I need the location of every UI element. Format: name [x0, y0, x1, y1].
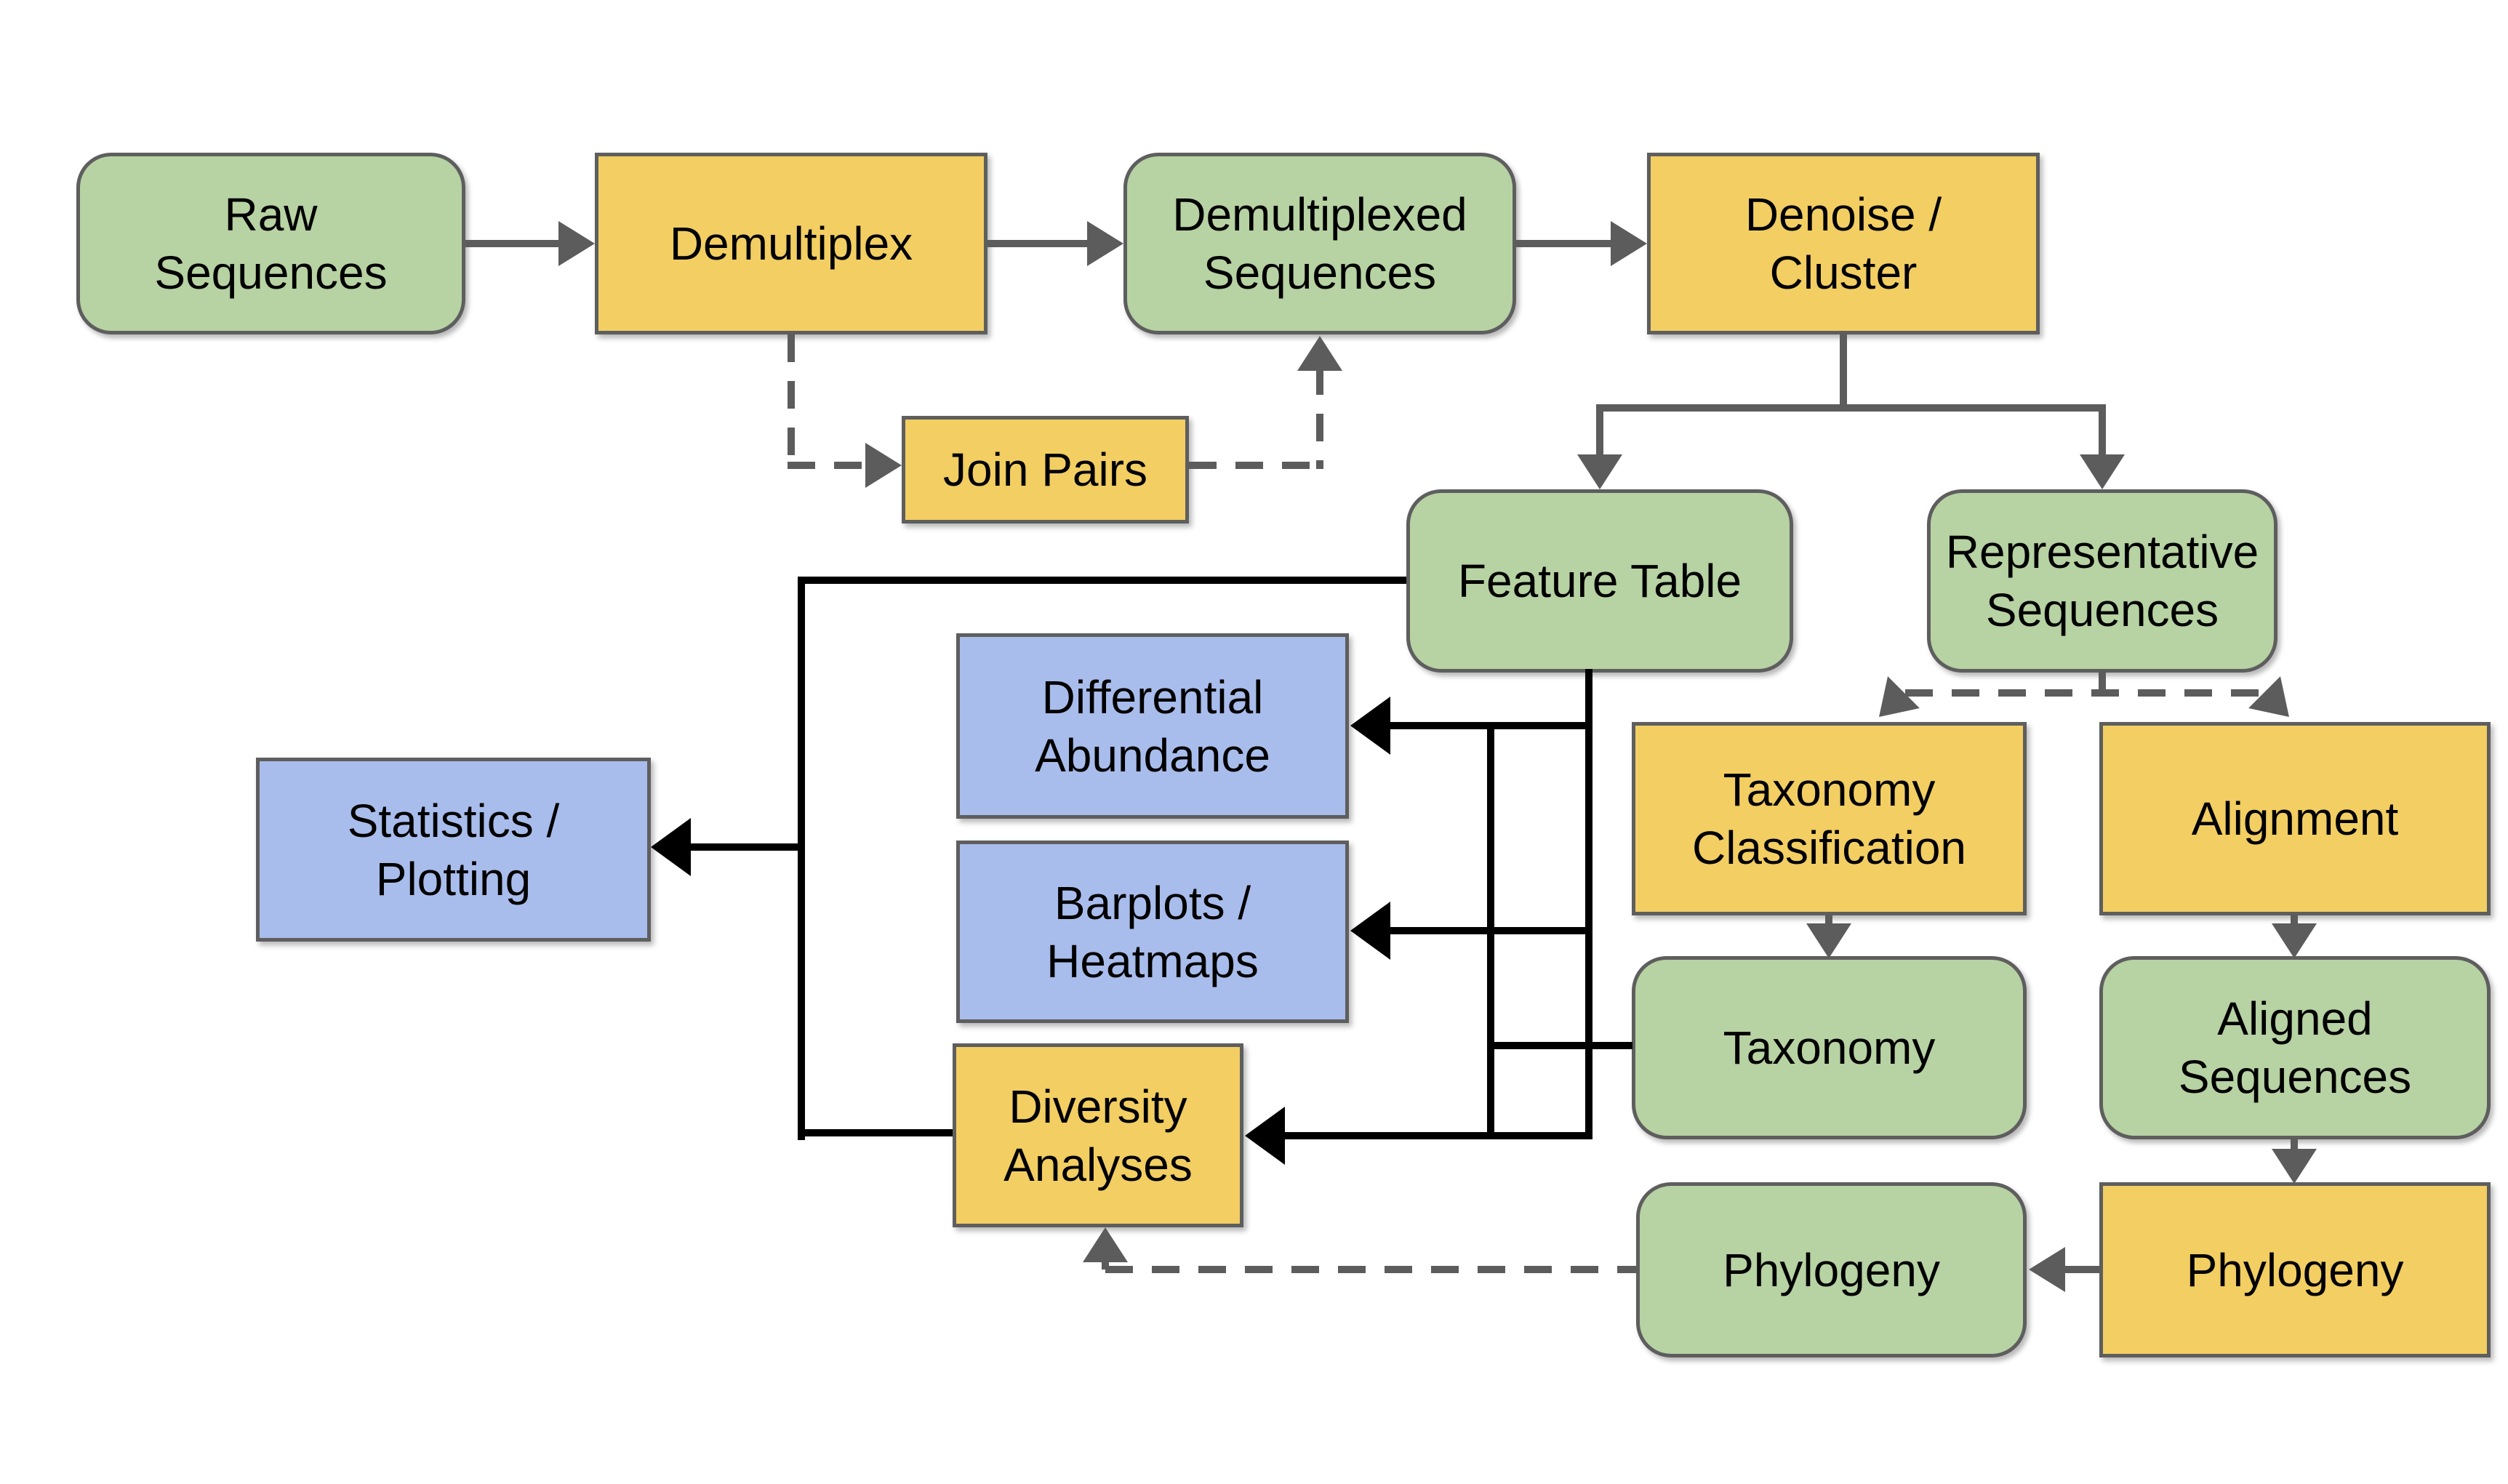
node-demultiplexed-sequences: Demultiplexed Sequences: [1123, 153, 1516, 334]
node-statistics-plotting: Statistics / Plotting: [256, 758, 651, 942]
connector-left-to-diversity: [798, 1129, 953, 1136]
node-taxonomy-label: Taxonomy: [1723, 1022, 1936, 1074]
arrow-to-diversity-head: [1245, 1107, 1285, 1165]
node-denoise-cluster-label: Denoise / Cluster: [1744, 188, 1942, 299]
dashed-demultiplex-down: [788, 334, 795, 465]
node-statistics-plotting-label: Statistics / Plotting: [347, 794, 560, 905]
arrow-denoise-to-repseq-head: [2080, 454, 2125, 489]
dashed-phylogeny-up: [1102, 1258, 1109, 1270]
node-raw-sequences-label: Raw Sequences: [154, 188, 388, 299]
arrow-alignment-to-alignedseq-head: [2272, 923, 2317, 958]
node-taxonomy-classification: Taxonomy Classification: [1632, 722, 2027, 915]
arrow-to-diffabundance-shaft: [1385, 722, 1592, 729]
arrow-denoise-to-featuretable-shaft: [1596, 407, 1603, 458]
connector-taxonomy-horizontal: [1487, 1042, 1632, 1049]
arrow-alignment-to-alignedseq-shaft: [2291, 914, 2298, 928]
arrow-denoise-to-featuretable-head: [1577, 454, 1622, 489]
node-taxonomy-classification-label: Taxonomy Classification: [1691, 763, 1967, 874]
node-representative-sequences: Representative Sequences: [1927, 489, 2277, 673]
arrow-phyloaction-to-phyloresult-head: [2029, 1247, 2065, 1292]
node-aligned-sequences: Aligned Sequences: [2099, 956, 2491, 1139]
arrow-raw-to-demultiplex-shaft: [465, 240, 564, 247]
connector-denoise-down: [1840, 333, 1847, 408]
arrow-to-barplots-shaft: [1385, 927, 1592, 934]
node-differential-abundance-label: Differential Abundance: [1035, 670, 1270, 782]
arrow-into-joinpairs-head: [865, 443, 902, 488]
dashed-phylogeny-to-diversity: [1105, 1266, 1636, 1273]
arrow-demultiplex-to-demuxseq-head: [1087, 221, 1123, 266]
arrow-to-diversity-shaft: [1280, 1132, 1592, 1139]
node-barplots-heatmaps-label: Barplots / Heatmaps: [1046, 876, 1259, 987]
node-alignment: Alignment: [2099, 722, 2491, 915]
arrow-taxclass-to-taxonomy-shaft: [1825, 914, 1832, 928]
arrow-denoise-to-repseq-shaft: [2099, 407, 2106, 458]
node-diversity-analyses: Diversity Analyses: [953, 1043, 1243, 1227]
node-raw-sequences: Raw Sequences: [76, 153, 465, 334]
node-taxonomy: Taxonomy: [1632, 956, 2027, 1139]
node-barplots-heatmaps: Barplots / Heatmaps: [956, 841, 1349, 1023]
connector-left-top-to-featuretable: [798, 577, 1406, 584]
node-phylogeny-action-label: Phylogeny: [2186, 1243, 2404, 1296]
dashed-joinpairs-out: [1189, 462, 1320, 469]
node-demultiplex-label: Demultiplex: [669, 217, 913, 270]
arrow-alignedseq-to-phylogeny-shaft: [2291, 1138, 2298, 1152]
node-join-pairs: Join Pairs: [902, 416, 1189, 524]
node-diversity-analyses-label: Diversity Analyses: [1003, 1080, 1193, 1191]
arrow-demuxseq-to-denoise-head: [1611, 221, 1647, 266]
connector-repseq-stub: [2099, 671, 2106, 693]
arrow-joinpairs-to-demuxseq-head: [1297, 336, 1342, 371]
node-representative-sequences-label: Representative Sequences: [1945, 526, 2259, 636]
node-demultiplex: Demultiplex: [595, 153, 987, 334]
node-join-pairs-label: Join Pairs: [943, 444, 1147, 496]
node-feature-table: Feature Table: [1406, 489, 1793, 673]
node-demultiplexed-sequences-label: Demultiplexed Sequences: [1172, 188, 1467, 299]
node-aligned-sequences-label: Aligned Sequences: [2178, 992, 2412, 1103]
arrow-alignedseq-to-phylogeny-head: [2272, 1149, 2317, 1184]
arrow-demultiplex-to-demuxseq-shaft: [987, 240, 1091, 247]
connector-featuretable-vertical: [1585, 669, 1592, 1136]
arrow-raw-to-demultiplex-head: [558, 221, 595, 266]
node-phylogeny-action: Phylogeny: [2099, 1182, 2491, 1357]
node-differential-abundance: Differential Abundance: [956, 633, 1349, 819]
arrow-to-statistics-shaft: [687, 843, 804, 851]
arrow-to-statistics-head: [651, 818, 691, 876]
connector-denoise-branch: [1596, 404, 2106, 412]
arrow-taxclass-to-taxonomy-head: [1806, 923, 1851, 958]
connector-left-vertical: [798, 577, 805, 1140]
node-feature-table-label: Feature Table: [1457, 555, 1742, 607]
node-alignment-label: Alignment: [2191, 793, 2399, 845]
arrow-phylogeny-to-diversity-head: [1083, 1227, 1128, 1262]
node-phylogeny-result: Phylogeny: [1636, 1182, 2027, 1357]
arrow-to-diffabundance-head: [1350, 697, 1390, 755]
arrow-demuxseq-to-denoise-shaft: [1516, 240, 1614, 247]
arrow-to-barplots-head: [1350, 902, 1390, 960]
node-denoise-cluster: Denoise / Cluster: [1647, 153, 2040, 334]
dashed-into-joinpairs: [788, 462, 868, 469]
node-phylogeny-result-label: Phylogeny: [1723, 1243, 1940, 1296]
arrow-phyloaction-to-phyloresult-shaft: [2065, 1266, 2099, 1273]
dashed-joinpairs-up: [1316, 367, 1323, 469]
dashed-repseq-branch: [1905, 689, 2269, 697]
